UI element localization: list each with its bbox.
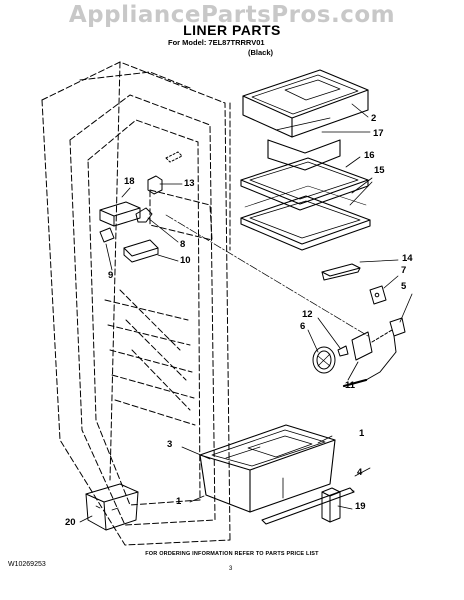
callout-1-lower: 1 — [176, 496, 182, 507]
callout-18: 18 — [124, 176, 135, 187]
control-light-parts — [312, 263, 406, 388]
callout-20: 20 — [65, 517, 76, 528]
callout-8: 8 — [180, 239, 186, 250]
callout-1-upper: 1 — [359, 428, 365, 439]
callout-16: 16 — [364, 150, 375, 161]
page-title: LINER PARTS — [183, 22, 281, 38]
bottom-drawer — [199, 424, 355, 525]
callout-12: 12 — [302, 309, 313, 320]
callout-7: 7 — [401, 265, 407, 276]
alignment-line — [165, 214, 369, 337]
callout-6: 6 — [300, 321, 306, 332]
callout-4: 4 — [357, 467, 363, 478]
drawer-cover-frames — [240, 157, 371, 251]
doc-code: W10269253 — [8, 561, 46, 568]
watermark-logo: AppliancePartsPros.com — [68, 2, 396, 28]
callout-17: 17 — [373, 128, 384, 139]
page-number: 3 — [229, 566, 233, 572]
callout-19: 19 — [355, 501, 366, 512]
liner-small-parts — [99, 151, 183, 263]
callout-15: 15 — [374, 165, 385, 176]
callout-3: 3 — [167, 439, 173, 450]
callout-5: 5 — [401, 281, 407, 292]
lower-small-parts — [85, 483, 341, 531]
callout-11: 11 — [345, 380, 356, 391]
liner-cabinet — [41, 61, 231, 546]
callout-13: 13 — [184, 178, 195, 189]
crisper-drawer-upper — [242, 69, 369, 171]
callout-14: 14 — [402, 253, 413, 264]
callout-10: 10 — [180, 255, 191, 266]
color-line: (Black) — [248, 48, 274, 57]
callout-9: 9 — [108, 270, 114, 281]
ordering-note: FOR ORDERING INFORMATION REFER TO PARTS … — [145, 551, 319, 557]
model-line: For Model: 7EL87TRRRV01 — [168, 38, 265, 47]
leader-lines — [79, 103, 413, 523]
callout-2: 2 — [371, 113, 377, 124]
